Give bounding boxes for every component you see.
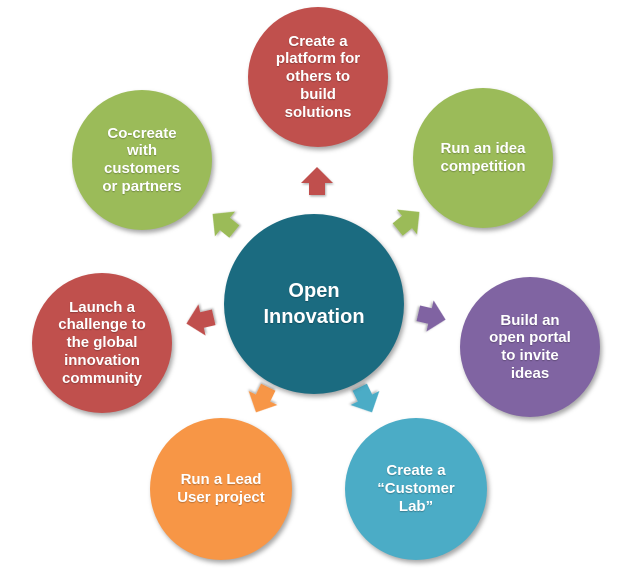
node-create-platform: Create a platform for others to build so… bbox=[248, 7, 388, 147]
node-global-challenge: Launch a challenge to the global innovat… bbox=[32, 273, 172, 413]
arrow-platform bbox=[301, 167, 333, 195]
node-open-portal: Build an open portal to invite ideas bbox=[460, 277, 600, 417]
node-create-platform-label: Create a platform for others to build so… bbox=[275, 32, 361, 121]
node-global-challenge-label: Launch a challenge to the global innovat… bbox=[58, 298, 146, 387]
node-lead-user-label: Run a Lead User project bbox=[177, 471, 265, 506]
center-node-open-innovation: Open Innovation bbox=[224, 214, 404, 394]
center-node-label: Open Innovation bbox=[263, 280, 365, 328]
arrow-global-challenge bbox=[186, 304, 216, 336]
arrow-co-create bbox=[212, 211, 240, 238]
node-customer-lab: Create a “Customer Lab” bbox=[345, 418, 487, 560]
node-idea-competition: Run an idea competition bbox=[413, 88, 553, 228]
arrow-customer-lab bbox=[350, 383, 380, 413]
node-co-create-label: Co-create with customers or partners bbox=[102, 124, 182, 195]
node-co-create: Co-create with customers or partners bbox=[72, 90, 212, 230]
node-open-portal-label: Build an open portal to invite ideas bbox=[489, 311, 571, 382]
node-customer-lab-label: Create a “Customer Lab” bbox=[377, 462, 455, 515]
arrow-open-portal bbox=[416, 300, 446, 332]
arrow-idea-competition bbox=[392, 209, 420, 236]
node-idea-competition-label: Run an idea competition bbox=[440, 140, 526, 175]
node-lead-user: Run a Lead User project bbox=[150, 418, 292, 560]
